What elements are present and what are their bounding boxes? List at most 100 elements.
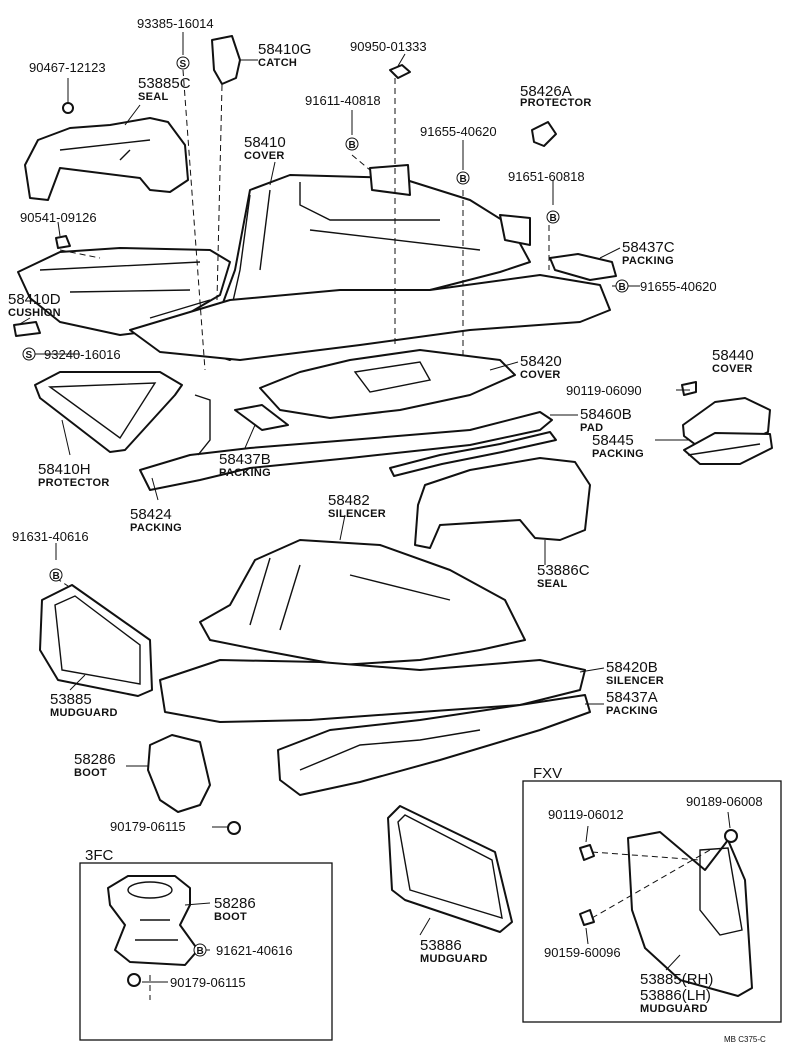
label-90179-06115-b: 90179-06115 (170, 975, 246, 990)
cushion-58410d (13, 321, 41, 337)
label-58440: 58440 (712, 347, 754, 364)
label-58437a: 58437A (606, 689, 658, 706)
label-seal-2: SEAL (537, 578, 568, 590)
pad-58460b (389, 431, 557, 477)
bolt-90119-a (681, 381, 697, 396)
packing-58424 (139, 411, 553, 491)
label-catch: CATCH (258, 57, 298, 69)
mudguard-53885-53886 (627, 831, 753, 997)
nut-90189 (724, 829, 738, 843)
label-3fc: 3FC (85, 847, 114, 864)
label-93385-16014: 93385-16014 (137, 16, 214, 31)
label-91611-40818: 91611-40818 (305, 93, 381, 108)
svg-text:B: B (550, 213, 557, 224)
label-58410d: 58410D (8, 291, 61, 308)
catch-58410g (211, 35, 241, 85)
label-mudguard-3: MUDGUARD (640, 1003, 708, 1015)
cover-58410-lower (129, 274, 611, 361)
label-90189-06008: 90189-06008 (686, 794, 763, 809)
label-packing-4: PACKING (130, 522, 183, 534)
label-53885c: 53885C (138, 75, 191, 92)
label-silencer-1: SILENCER (328, 508, 387, 520)
s-marker-1: S (176, 56, 190, 70)
label-packing-5: PACKING (606, 705, 659, 717)
label-53885: 53885 (50, 691, 92, 708)
clip-90467 (62, 102, 74, 114)
label-protector-2: PROTECTOR (38, 477, 110, 489)
protector-58410h (34, 371, 183, 453)
label-53886c: 53886C (537, 562, 590, 579)
b-marker-3: B (546, 210, 560, 224)
b-marker-2: B (456, 171, 470, 185)
label-58437c: 58437C (622, 239, 675, 256)
label-90467-12123: 90467-12123 (29, 60, 106, 75)
label-58424: 58424 (130, 506, 172, 523)
bolt-90159 (579, 909, 595, 926)
label-cover-2: COVER (520, 369, 561, 381)
hinge-91611 (369, 164, 411, 196)
label-90541-09126: 90541-09126 (20, 210, 97, 225)
label-58482: 58482 (328, 492, 370, 509)
label-protector-1: PROTECTOR (520, 97, 592, 109)
svg-text:B: B (349, 140, 356, 151)
seal-53885c (24, 117, 189, 201)
svg-text:S: S (26, 350, 33, 361)
label-91655-40620-b: 91655-40620 (640, 279, 717, 294)
label-boot-2: BOOT (214, 911, 247, 923)
silencer-58482 (199, 539, 526, 666)
svg-text:B: B (619, 282, 626, 293)
footer-code: MB C375-C (724, 1035, 766, 1044)
label-cover-1: COVER (244, 150, 285, 162)
label-packing-1: PACKING (622, 255, 675, 267)
label-91655-40620-a: 91655-40620 (420, 124, 497, 139)
label-90159-60096: 90159-60096 (544, 945, 621, 960)
label-packing-3: PACKING (219, 467, 272, 479)
label-58426a: 58426A (520, 83, 572, 100)
label-90119-06090: 90119-06090 (566, 383, 642, 398)
svg-text:S: S (180, 59, 187, 70)
label-58410g: 58410G (258, 41, 312, 58)
label-fxv: FXV (533, 765, 563, 782)
label-cover-3: COVER (712, 363, 753, 375)
b-marker-5: B (49, 568, 63, 582)
label-seal-1: SEAL (138, 91, 169, 103)
plug-90950 (389, 64, 411, 79)
label-58445: 58445 (592, 432, 634, 449)
label-58410h: 58410H (38, 461, 91, 478)
bolt-90119-b (579, 844, 595, 861)
seal-53886c (414, 457, 591, 549)
grommet-90541 (55, 235, 71, 249)
cover-58420 (259, 349, 516, 419)
label-58420: 58420 (520, 353, 562, 370)
label-53886-lh: 53886(LH) (640, 987, 711, 1004)
label-91651-60818: 91651-60818 (508, 169, 585, 184)
b-marker-6: B (193, 943, 207, 957)
svg-text:B: B (53, 571, 60, 582)
svg-text:B: B (197, 946, 204, 957)
label-58437b: 58437B (219, 451, 271, 468)
protector-58426a (531, 121, 557, 147)
label-93240-16016: 93240-16016 (44, 347, 121, 362)
label-58420b: 58420B (606, 659, 658, 676)
label-91631-40616: 91631-40616 (12, 529, 89, 544)
label-58286-a: 58286 (74, 751, 116, 768)
hinge-91651 (499, 214, 531, 246)
label-90950-01333: 90950-01333 (350, 39, 427, 54)
label-packing-2: PACKING (592, 448, 645, 460)
label-cushion: CUSHION (8, 307, 61, 319)
b-marker-1: B (345, 137, 359, 151)
silencer-58420b (159, 659, 586, 723)
s-marker-2: S (22, 347, 36, 361)
label-53886: 53886 (420, 937, 462, 954)
label-58410: 58410 (244, 134, 286, 151)
label-boot-1: BOOT (74, 767, 107, 779)
label-pad: PAD (580, 422, 604, 434)
nut-90179-a (227, 821, 241, 835)
label-58460b: 58460B (580, 406, 632, 423)
inset-3fc (79, 862, 333, 1041)
packing-58437b (234, 404, 289, 431)
packing-58437a (277, 694, 591, 796)
label-mudguard-2: MUDGUARD (420, 953, 488, 965)
b-marker-4: B (615, 279, 629, 293)
label-53885-rh: 53885(RH) (640, 971, 714, 988)
